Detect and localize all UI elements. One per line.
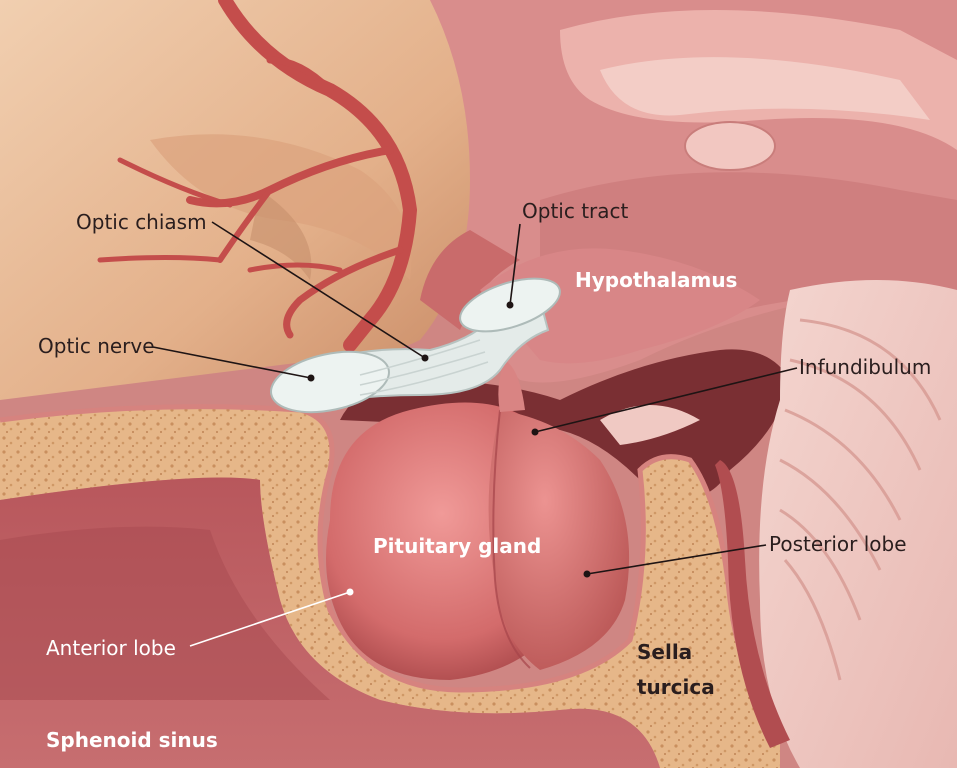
sphenoid-sinus-label: Sphenoid sinus <box>46 728 218 752</box>
leader-lines <box>152 221 798 575</box>
posterior-lobe-label: Posterior lobe <box>769 532 907 556</box>
anterior-lobe-leader <box>189 591 351 647</box>
optic-tract-label: Optic tract <box>522 199 629 223</box>
optic-nerve-label: Optic nerve <box>38 334 155 358</box>
sella-turcica-label-line1: Sella <box>637 640 693 664</box>
anterior-lobe-label: Anterior lobe <box>46 636 176 660</box>
infundibulum-label: Infundibulum <box>799 355 932 379</box>
pituitary-gland-label: Pituitary gland <box>373 534 542 558</box>
optic-chiasm-label: Optic chiasm <box>76 210 207 234</box>
sella-turcica-label-line2: turcica <box>637 675 715 699</box>
hypothalamus-label: Hypothalamus <box>575 268 738 292</box>
